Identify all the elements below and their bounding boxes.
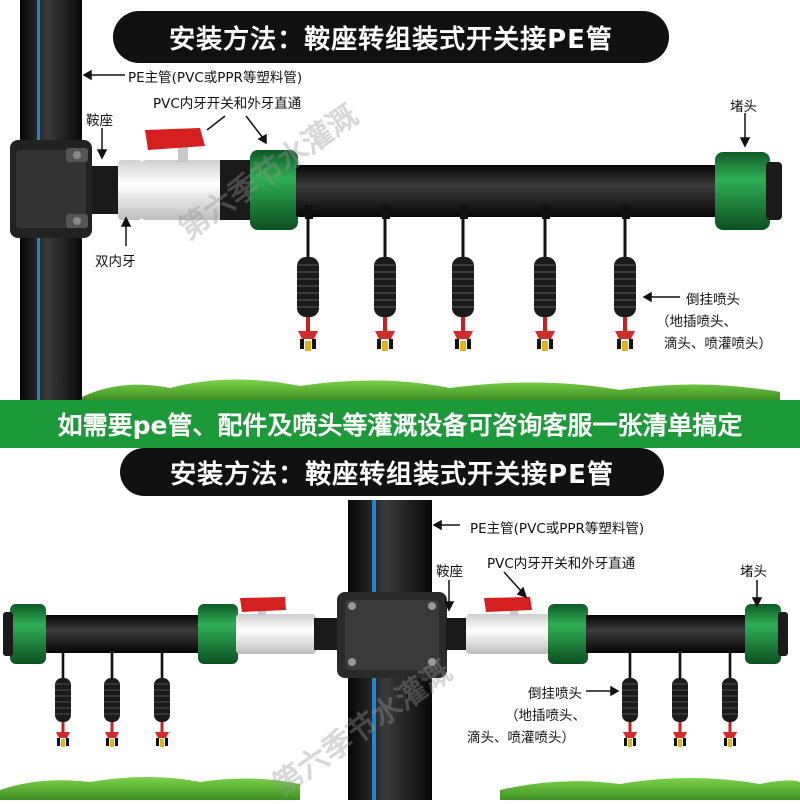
bottom-left-end-cap <box>10 604 46 664</box>
bottom-left-valve <box>236 597 350 654</box>
bottom-title: 安装方法：鞍座转组装式开关接PE管 <box>120 448 664 496</box>
top-label-sprinkler-3: 滴头、喷灌喷头） <box>664 336 772 352</box>
bottom-right-pipe <box>586 615 752 653</box>
top-label-main-pipe: PE主管(PVC或PPR等塑料管) <box>128 70 303 86</box>
top-branch-pipe <box>296 165 726 217</box>
bottom-right-end-cap <box>745 604 781 664</box>
top-title: 安装方法：鞍座转组装式开关接PE管 <box>113 11 669 63</box>
bottom-label-sprinkler-3: 滴头、喷灌喷头） <box>467 730 575 746</box>
bottom-left-coupler <box>198 604 238 664</box>
bottom-saddle <box>337 592 447 678</box>
top-scene <box>10 0 782 400</box>
bottom-label-end-cap: 堵头 <box>740 564 767 580</box>
bottom-left-pipe <box>30 615 210 653</box>
top-label-sprinkler-1: 倒挂喷头 <box>686 292 740 308</box>
top-label-end-cap: 堵头 <box>730 99 757 115</box>
bottom-label-saddle: 鞍座 <box>436 564 463 580</box>
bottom-label-main-pipe: PE主管(PVC或PPR等塑料管) <box>470 521 645 537</box>
top-label-sprinkler-2: （地插喷头、 <box>656 314 737 330</box>
bottom-grass-right <box>500 778 800 800</box>
top-grass <box>80 379 780 400</box>
bottom-label-sprinkler-2: （地插喷头、 <box>505 708 586 724</box>
info-banner: 如需要pe管、配件及喷头等灌溉设备可咨询客服一张清单搞定 <box>0 400 800 448</box>
top-double-female <box>118 160 142 220</box>
top-label-valve: PVC内牙开关和外牙直通 <box>153 96 302 112</box>
top-valve <box>140 128 250 220</box>
top-sprinklers <box>296 214 637 352</box>
bottom-scene <box>0 500 800 800</box>
top-label-double-female: 双内牙 <box>95 254 136 270</box>
top-end-cap <box>715 152 782 230</box>
top-saddle <box>10 140 120 238</box>
bottom-right-valve <box>446 597 550 654</box>
bottom-label-sprinkler-1: 倒挂喷头 <box>528 686 582 702</box>
bottom-right-coupler <box>548 604 588 664</box>
bottom-grass-left <box>0 777 300 800</box>
top-green-coupler <box>250 150 298 230</box>
top-label-saddle: 鞍座 <box>86 113 113 129</box>
bottom-label-valve: PVC内牙开关和外牙直通 <box>487 556 636 572</box>
